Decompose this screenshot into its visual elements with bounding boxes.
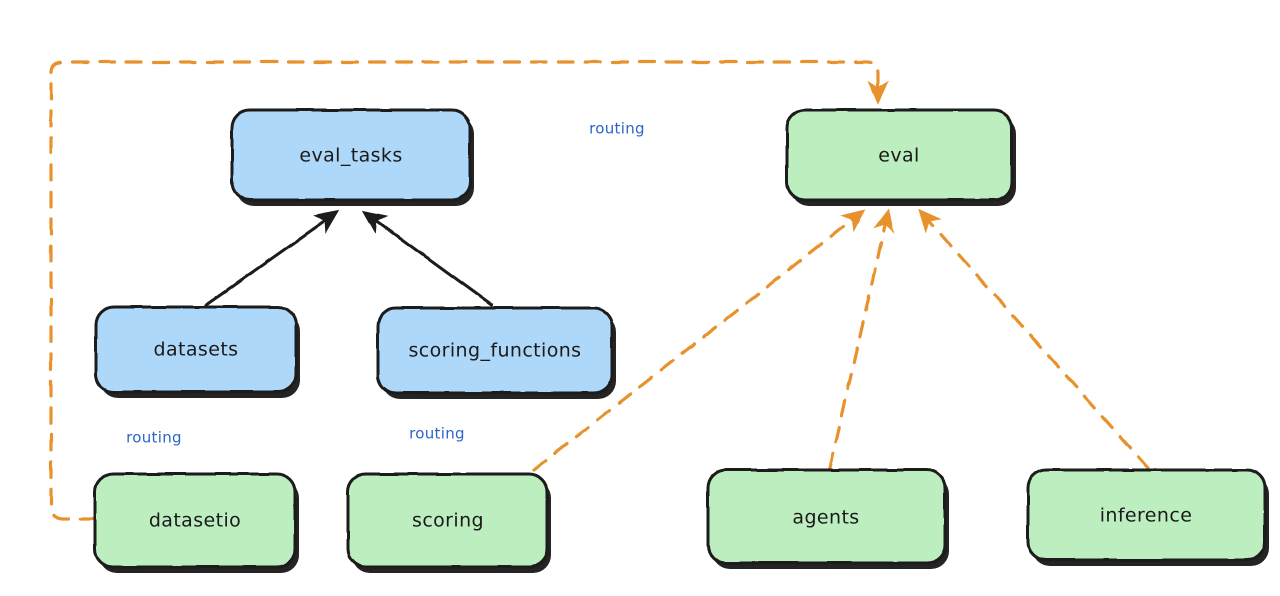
edge-scoring-to-eval: [532, 209, 866, 472]
edge-scoring-functions-to-eval-tasks: [362, 210, 494, 307]
node-eval-tasks-box: [230, 108, 472, 202]
edge-label-routing-scoring: routing: [409, 425, 465, 443]
node-agents[interactable]: agents: [706, 468, 949, 569]
node-scoring[interactable]: scoring: [346, 472, 551, 573]
node-datasetio-label: datasetio: [149, 510, 241, 532]
edge-datasets-to-eval-tasks: [204, 210, 340, 307]
node-scoring-label: scoring: [412, 510, 484, 532]
edge-inference-to-eval: [918, 208, 1150, 470]
node-agents-label: agents: [792, 507, 859, 529]
node-datasetio[interactable]: datasetio: [93, 472, 299, 573]
node-inference-label: inference: [1100, 505, 1193, 527]
node-inference-box: [1026, 468, 1267, 562]
node-eval-label: eval: [878, 145, 919, 167]
edge-eval-tasks-to-eval: routing: [470, 120, 788, 157]
edge-scoring-functions-to-scoring: routing: [409, 392, 494, 474]
node-datasets-box: [94, 305, 298, 394]
node-datasetio-box: [93, 472, 297, 569]
node-eval-box: [785, 108, 1014, 202]
node-datasets[interactable]: datasets: [94, 305, 300, 398]
node-eval-tasks-label: eval_tasks: [299, 145, 402, 167]
node-scoring-functions[interactable]: scoring_functions: [376, 306, 616, 399]
node-inference[interactable]: inference: [1026, 468, 1269, 566]
node-eval-tasks[interactable]: eval_tasks: [230, 108, 474, 206]
edge-label-routing-datasetio: routing: [126, 429, 182, 447]
edge-agents-to-eval: [828, 207, 895, 470]
node-eval[interactable]: eval: [785, 108, 1016, 206]
node-scoring-functions-label: scoring_functions: [409, 340, 582, 362]
node-scoring-functions-box: [376, 306, 614, 395]
node-agents-box: [706, 468, 947, 565]
node-scoring-box: [346, 472, 549, 569]
node-datasets-label: datasets: [154, 339, 239, 361]
edge-datasetio-to-eval: [49, 60, 889, 521]
edge-datasets-to-datasetio: routing: [126, 392, 209, 474]
edge-label-routing-eval: routing: [589, 120, 645, 138]
